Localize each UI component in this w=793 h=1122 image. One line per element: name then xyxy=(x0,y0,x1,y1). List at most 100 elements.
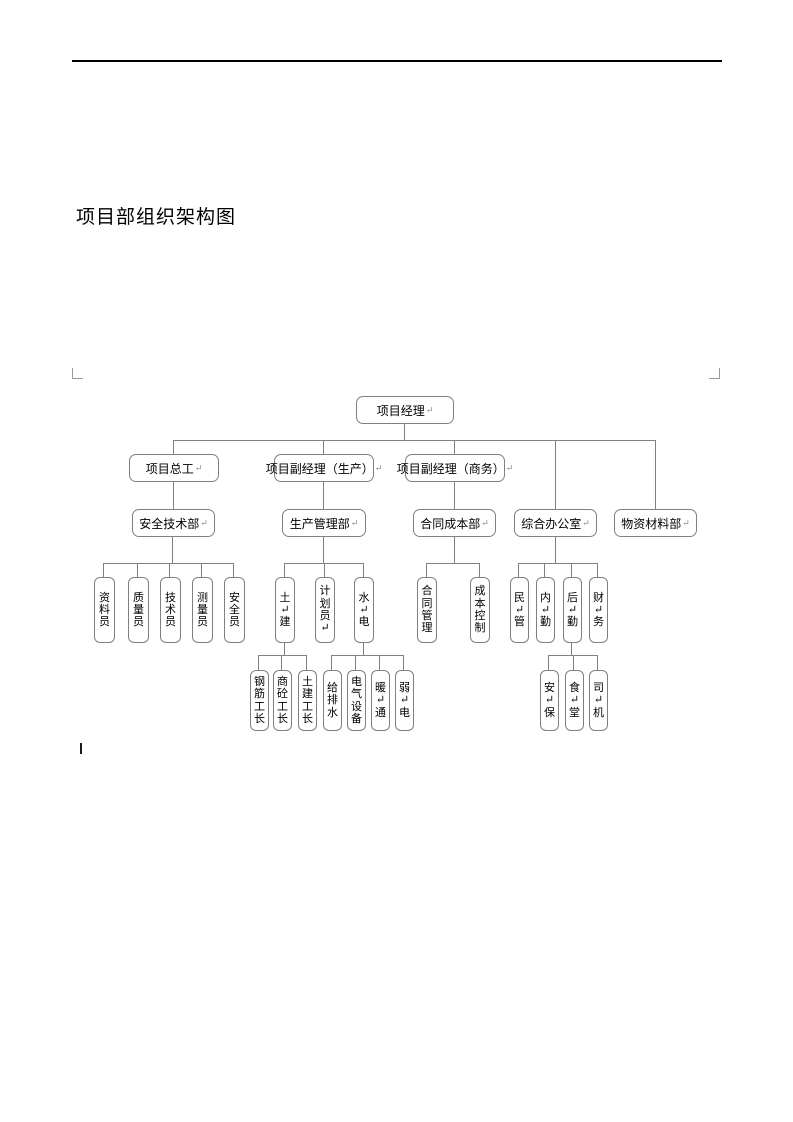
org-node-cost-control[interactable]: 成 本 控 制 xyxy=(470,577,490,643)
org-node-label: 计 划 员 ↵ xyxy=(319,585,331,635)
org-node-label: 质 量 员 xyxy=(133,591,144,629)
org-node-label: 物资材料部 xyxy=(621,516,682,531)
paragraph-mark: ↵ xyxy=(582,517,590,528)
org-node-label: 水 ↵ 电 xyxy=(358,591,370,629)
org-node-deputy-manager-commerce[interactable]: 项目副经理（商务）↵ xyxy=(397,454,513,482)
org-node-electrical-equipment[interactable]: 电 气 设 备 xyxy=(347,670,366,731)
paragraph-mark: ↵ xyxy=(374,462,383,473)
org-node-low-voltage[interactable]: 弱 ↵ 电 xyxy=(395,670,414,731)
org-node-label: 食 ↵ 堂 xyxy=(569,682,580,719)
connector-line xyxy=(518,563,598,564)
connector-line xyxy=(404,423,405,440)
connector-line xyxy=(571,641,572,655)
connector-line xyxy=(331,655,332,670)
connector-line xyxy=(454,536,455,563)
org-node-canteen[interactable]: 食 ↵ 堂 xyxy=(565,670,584,731)
connector-line xyxy=(363,563,364,577)
connector-line xyxy=(573,655,574,670)
org-node-label: 合同成本部 xyxy=(420,516,481,531)
org-node-deputy-manager-production[interactable]: 项目副经理（生产）↵ xyxy=(266,454,382,482)
canvas-corner-mark-right xyxy=(709,368,720,379)
org-node-label: 资 料 员 xyxy=(99,591,110,629)
connector-line xyxy=(323,481,324,509)
connector-line xyxy=(103,563,234,564)
connector-line xyxy=(597,655,598,670)
connector-line xyxy=(544,563,545,577)
org-node-civil-foreman[interactable]: 土 建 工 长 xyxy=(298,670,317,731)
org-node-finance[interactable]: 财 ↵ 务 xyxy=(589,577,608,643)
connector-line xyxy=(137,563,138,577)
connector-line xyxy=(571,563,572,577)
paragraph-mark: ↵ xyxy=(350,517,359,528)
org-node-contract-cost-dept[interactable]: 合同成本部↵ xyxy=(413,509,496,537)
org-node-safety-tech-dept[interactable]: 安全技术部↵ xyxy=(132,509,215,537)
connector-line xyxy=(454,440,455,454)
org-node-label: 给 排 水 xyxy=(327,682,338,719)
org-node-safety-officer[interactable]: 安 全 员 xyxy=(224,577,245,643)
top-border-rule xyxy=(72,60,722,62)
org-node-label: 安全技术部 xyxy=(139,516,200,531)
text-cursor xyxy=(80,743,82,754)
org-node-mep[interactable]: 水 ↵ 电 xyxy=(354,577,374,643)
connector-line xyxy=(426,563,480,564)
connector-line xyxy=(258,655,259,670)
paragraph-mark: ↵ xyxy=(194,462,203,473)
page-title: 项目部组织架构图 xyxy=(76,207,237,228)
connector-line xyxy=(323,536,324,563)
org-node-technician[interactable]: 技 术 员 xyxy=(160,577,181,643)
org-node-label: 电 气 设 备 xyxy=(351,675,362,725)
connector-line xyxy=(173,440,655,441)
org-node-label: 弱 ↵ 电 xyxy=(399,682,410,719)
org-node-label: 暖 ↵ 通 xyxy=(375,682,386,719)
org-node-planner[interactable]: 计 划 员 ↵ xyxy=(315,577,335,643)
org-node-production-mgmt-dept[interactable]: 生产管理部↵ xyxy=(282,509,366,537)
org-node-label: 技 术 员 xyxy=(165,591,176,629)
connector-line xyxy=(331,655,403,656)
paragraph-mark: ↵ xyxy=(481,517,489,528)
org-node-quality-officer[interactable]: 质 量 员 xyxy=(128,577,149,643)
connector-line xyxy=(555,536,556,563)
org-node-document-clerk[interactable]: 资 料 员 xyxy=(94,577,115,643)
connector-line xyxy=(281,655,282,670)
org-node-label: 土 ↵ 建 xyxy=(279,591,291,629)
org-node-surveyor[interactable]: 测 量 员 xyxy=(192,577,213,643)
connector-line xyxy=(655,440,656,509)
org-node-label: 财 ↵ 务 xyxy=(593,591,604,629)
org-node-rebar-foreman[interactable]: 钢 筋 工 长 xyxy=(250,670,269,731)
connector-line xyxy=(169,563,170,577)
org-node-general-office[interactable]: 综合办公室↵ xyxy=(514,509,597,537)
org-node-civil-works[interactable]: 土 ↵ 建 xyxy=(275,577,295,643)
org-node-labor-management[interactable]: 民 ↵ 管 xyxy=(510,577,529,643)
paragraph-mark: ↵ xyxy=(682,517,690,528)
connector-line xyxy=(363,641,364,655)
connector-line xyxy=(454,481,455,509)
connector-line xyxy=(323,440,324,454)
org-node-logistics[interactable]: 后 ↵ 勤 xyxy=(563,577,582,643)
org-node-materials-dept[interactable]: 物资材料部↵ xyxy=(614,509,697,537)
org-node-label: 综合办公室 xyxy=(521,516,582,531)
org-node-hvac[interactable]: 暖 ↵ 通 xyxy=(371,670,390,731)
org-node-label: 司 ↵ 机 xyxy=(593,682,604,719)
org-node-label: 土 建 工 长 xyxy=(302,675,313,725)
org-node-label: 项目总工 xyxy=(145,461,194,476)
connector-line xyxy=(201,563,202,577)
org-node-label: 项目副经理（生产） xyxy=(265,461,374,476)
org-node-chief-engineer[interactable]: 项目总工↵ xyxy=(129,454,219,482)
org-node-label: 内 ↵ 勤 xyxy=(540,591,551,629)
org-node-internal-affairs[interactable]: 内 ↵ 勤 xyxy=(536,577,555,643)
connector-line xyxy=(479,563,480,577)
connector-line xyxy=(548,655,549,670)
org-node-security[interactable]: 安 ↵ 保 xyxy=(540,670,559,731)
paragraph-mark: ↵ xyxy=(425,404,434,415)
org-node-contract-management[interactable]: 合 同 管 理 xyxy=(417,577,437,643)
org-node-project-manager[interactable]: 项目经理↵ xyxy=(356,396,454,424)
connector-line xyxy=(172,536,173,563)
org-node-plumbing[interactable]: 给 排 水 xyxy=(323,670,342,731)
org-node-driver[interactable]: 司 ↵ 机 xyxy=(589,670,608,731)
org-node-label: 项目副经理（商务） xyxy=(396,461,505,476)
connector-line xyxy=(233,563,234,577)
org-node-label: 民 ↵ 管 xyxy=(514,591,525,629)
org-node-label: 安 ↵ 保 xyxy=(544,682,555,719)
org-node-concrete-foreman[interactable]: 商 砼 工 长 xyxy=(273,670,292,731)
